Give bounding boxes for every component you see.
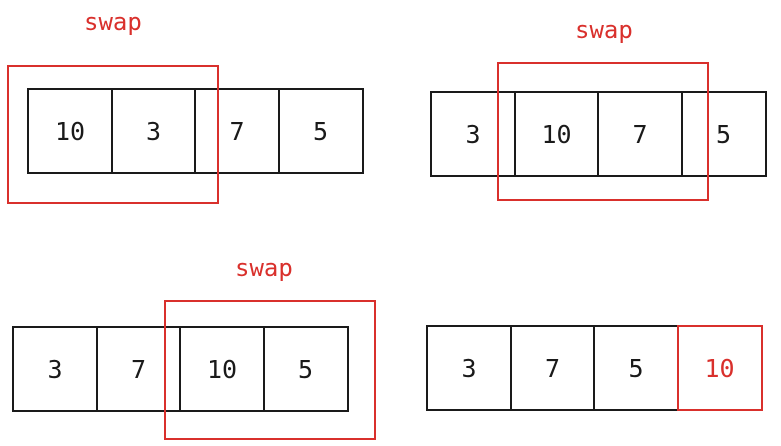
array-cell: 7 bbox=[597, 91, 683, 177]
array-cell: 3 bbox=[426, 325, 512, 411]
array-cell: 7 bbox=[194, 88, 280, 174]
swap-highlight-box bbox=[164, 300, 376, 440]
array-cell: 5 bbox=[262, 326, 349, 412]
swap-label: swap bbox=[84, 8, 142, 36]
array-row: 10 3 7 5 bbox=[27, 88, 364, 174]
swap-label: swap bbox=[575, 16, 633, 44]
array-cell: 10 bbox=[513, 91, 600, 177]
array-cell: 7 bbox=[509, 325, 596, 411]
swap-label: swap bbox=[235, 254, 293, 282]
swap-highlight-box bbox=[7, 65, 219, 204]
array-cell: 3 bbox=[430, 91, 516, 177]
array-cell: 3 bbox=[12, 326, 98, 412]
swap-highlight-box bbox=[497, 62, 709, 201]
array-cell: 5 bbox=[593, 325, 679, 411]
array-row: 3 10 7 5 bbox=[430, 91, 767, 177]
array-row: 3 7 10 5 bbox=[12, 326, 349, 412]
array-cell: 7 bbox=[95, 326, 182, 412]
array-cell: 3 bbox=[110, 88, 197, 174]
array-cell: 5 bbox=[277, 88, 364, 174]
array-cell: 5 bbox=[680, 91, 767, 177]
array-row: 3 7 5 10 bbox=[426, 325, 763, 411]
sorted-cell: 10 bbox=[676, 325, 763, 411]
array-cell: 10 bbox=[27, 88, 113, 174]
